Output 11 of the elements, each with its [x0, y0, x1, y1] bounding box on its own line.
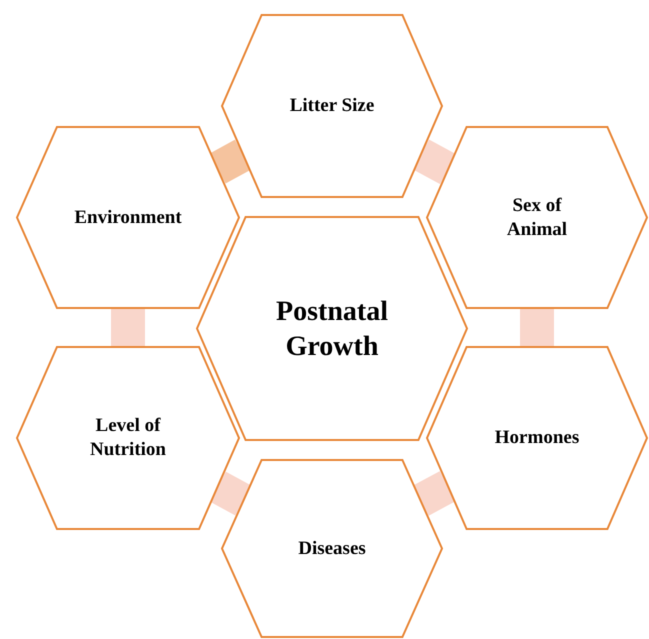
node-label: Environment — [73, 206, 183, 230]
node-label: Sex of Animal — [506, 194, 568, 242]
connector-band — [111, 308, 145, 347]
node-label: Litter Size — [288, 94, 376, 118]
node-label: Hormones — [494, 426, 580, 450]
connector-band — [520, 308, 554, 347]
node-label: Diseases — [297, 536, 367, 560]
node-label: Level of Nutrition — [89, 414, 167, 462]
node-label: Postnatal Growth — [275, 294, 389, 364]
connector-band — [210, 472, 252, 516]
connector-band — [412, 471, 456, 516]
